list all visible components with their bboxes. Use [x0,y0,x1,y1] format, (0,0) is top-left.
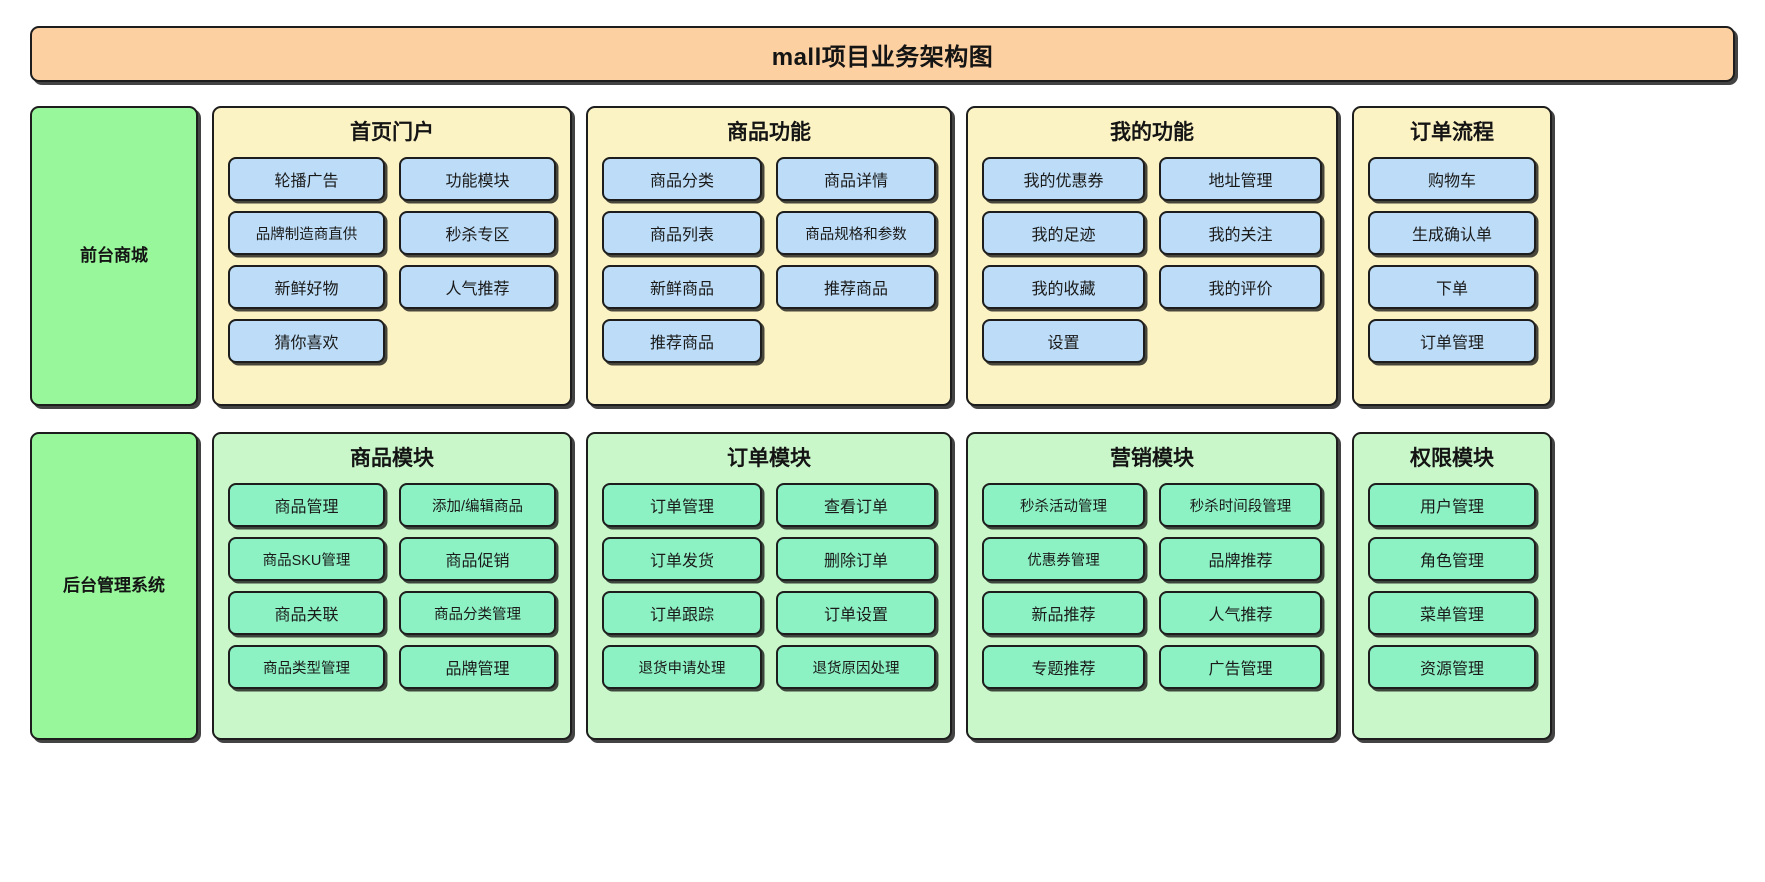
feature-item[interactable]: 菜单管理 [1368,591,1536,636]
feature-item[interactable]: 商品分类管理 [399,591,556,636]
feature-item[interactable]: 我的足迹 [982,211,1145,256]
feature-item[interactable]: 退货原因处理 [776,645,936,690]
group-title: 商品模块 [350,447,434,470]
group-card-auth-module: 权限模块 用户管理 角色管理 菜单管理 资源管理 [1352,432,1552,740]
group-items: 用户管理 角色管理 菜单管理 资源管理 [1368,483,1536,726]
feature-item[interactable]: 人气推荐 [399,265,556,310]
feature-item[interactable]: 品牌制造商直供 [228,211,385,256]
feature-item[interactable]: 添加/编辑商品 [399,483,556,528]
group-title: 首页门户 [350,121,434,144]
feature-item[interactable]: 推荐商品 [602,319,762,364]
stage-label-text: 前台商城 [80,245,148,265]
group-title: 订单模块 [727,447,811,470]
group-items: 商品管理 添加/编辑商品 商品SKU管理 商品促销 商品关联 商品分类管理 商品… [228,483,556,726]
feature-item[interactable]: 品牌推荐 [1159,537,1322,582]
feature-item[interactable]: 商品分类 [602,157,762,202]
feature-item[interactable]: 品牌管理 [399,645,556,690]
row-backend-system: 后台管理系统 商品模块 商品管理 添加/编辑商品 商品SKU管理 商品促销 商品… [30,432,1735,740]
feature-item[interactable]: 生成确认单 [1368,211,1536,256]
feature-item[interactable]: 轮播广告 [228,157,385,202]
group-items: 订单管理 查看订单 订单发货 删除订单 订单跟踪 订单设置 退货申请处理 退货原… [602,483,936,726]
feature-item[interactable]: 商品类型管理 [228,645,385,690]
feature-item[interactable]: 猜你喜欢 [228,319,385,364]
feature-item[interactable]: 新鲜好物 [228,265,385,310]
feature-item[interactable]: 我的评价 [1159,265,1322,310]
feature-item[interactable]: 人气推荐 [1159,591,1322,636]
group-card-order-flow: 订单流程 购物车 生成确认单 下单 订单管理 [1352,106,1552,406]
feature-item[interactable]: 订单发货 [602,537,762,582]
feature-item[interactable]: 我的关注 [1159,211,1322,256]
group-title: 订单流程 [1410,121,1494,144]
feature-item[interactable]: 商品详情 [776,157,936,202]
group-title: 我的功能 [1110,121,1194,144]
stage-label-text: 后台管理系统 [63,575,165,595]
feature-item[interactable]: 商品列表 [602,211,762,256]
row-frontend-mall: 前台商城 首页门户 轮播广告 功能模块 品牌制造商直供 秒杀专区 新鲜好物 人气… [30,106,1735,406]
group-items: 秒杀活动管理 秒杀时间段管理 优惠券管理 品牌推荐 新品推荐 人气推荐 专题推荐… [982,483,1322,726]
group-items: 购物车 生成确认单 下单 订单管理 [1368,157,1536,392]
group-items: 商品分类 商品详情 商品列表 商品规格和参数 新鲜商品 推荐商品 推荐商品 [602,157,936,392]
feature-item[interactable]: 商品关联 [228,591,385,636]
group-title: 权限模块 [1410,447,1494,470]
feature-item[interactable]: 新鲜商品 [602,265,762,310]
feature-item[interactable]: 用户管理 [1368,483,1536,528]
feature-item[interactable]: 优惠券管理 [982,537,1145,582]
feature-item[interactable]: 订单设置 [776,591,936,636]
group-items: 我的优惠券 地址管理 我的足迹 我的关注 我的收藏 我的评价 设置 [982,157,1322,392]
feature-item[interactable]: 购物车 [1368,157,1536,202]
stage-panel-backend: 后台管理系统 [30,432,198,740]
feature-item[interactable]: 秒杀活动管理 [982,483,1145,528]
group-card-product-features: 商品功能 商品分类 商品详情 商品列表 商品规格和参数 新鲜商品 推荐商品 推荐… [586,106,952,406]
feature-item[interactable]: 订单管理 [1368,319,1536,364]
group-card-my-features: 我的功能 我的优惠券 地址管理 我的足迹 我的关注 我的收藏 我的评价 设置 [966,106,1338,406]
feature-item[interactable]: 删除订单 [776,537,936,582]
feature-item[interactable]: 订单跟踪 [602,591,762,636]
feature-item[interactable]: 功能模块 [399,157,556,202]
group-card-order-module: 订单模块 订单管理 查看订单 订单发货 删除订单 订单跟踪 订单设置 退货申请处… [586,432,952,740]
page-title: mall项目业务架构图 [771,43,994,71]
group-items: 轮播广告 功能模块 品牌制造商直供 秒杀专区 新鲜好物 人气推荐 猜你喜欢 [228,157,556,392]
feature-item[interactable]: 秒杀专区 [399,211,556,256]
feature-item[interactable]: 资源管理 [1368,645,1536,690]
diagram-title-banner: mall项目业务架构图 [30,26,1735,82]
feature-item[interactable]: 秒杀时间段管理 [1159,483,1322,528]
group-title: 商品功能 [727,121,811,144]
feature-item[interactable]: 新品推荐 [982,591,1145,636]
feature-item[interactable]: 订单管理 [602,483,762,528]
feature-item[interactable]: 角色管理 [1368,537,1536,582]
feature-item[interactable]: 我的优惠券 [982,157,1145,202]
feature-item[interactable]: 查看订单 [776,483,936,528]
feature-item[interactable]: 商品规格和参数 [776,211,936,256]
feature-item[interactable]: 下单 [1368,265,1536,310]
feature-item[interactable]: 专题推荐 [982,645,1145,690]
feature-item[interactable]: 退货申请处理 [602,645,762,690]
feature-item[interactable]: 推荐商品 [776,265,936,310]
feature-item[interactable]: 商品SKU管理 [228,537,385,582]
group-title: 营销模块 [1110,447,1194,470]
group-card-product-module: 商品模块 商品管理 添加/编辑商品 商品SKU管理 商品促销 商品关联 商品分类… [212,432,572,740]
stage-panel-frontend: 前台商城 [30,106,198,406]
feature-item[interactable]: 广告管理 [1159,645,1322,690]
group-card-home-portal: 首页门户 轮播广告 功能模块 品牌制造商直供 秒杀专区 新鲜好物 人气推荐 猜你… [212,106,572,406]
feature-item[interactable]: 地址管理 [1159,157,1322,202]
feature-item[interactable]: 设置 [982,319,1145,364]
feature-item[interactable]: 我的收藏 [982,265,1145,310]
group-card-marketing-module: 营销模块 秒杀活动管理 秒杀时间段管理 优惠券管理 品牌推荐 新品推荐 人气推荐… [966,432,1338,740]
feature-item[interactable]: 商品管理 [228,483,385,528]
feature-item[interactable]: 商品促销 [399,537,556,582]
